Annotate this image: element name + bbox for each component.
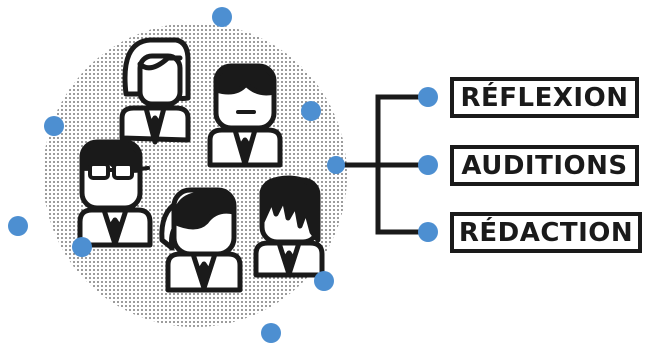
scattered-dots (8, 7, 334, 343)
person-icon-bottom-right (253, 175, 325, 278)
connector-dot-hub (327, 156, 345, 174)
person-icon-glasses-man (77, 139, 153, 248)
blue-dot-2 (301, 101, 321, 121)
blue-dot-5 (72, 237, 92, 257)
blue-dot-1 (212, 7, 232, 27)
person-icon-top-right (207, 63, 283, 168)
connector-bracket (333, 94, 431, 235)
connector-dot-3 (418, 222, 438, 242)
blue-dot-3 (44, 116, 64, 136)
person-icon-bottom-center (159, 187, 243, 293)
blue-dot-6 (314, 271, 334, 291)
blue-dot-4 (8, 216, 28, 236)
person-icon-top-left (119, 37, 191, 145)
group-of-six-people-icon (77, 37, 325, 293)
connector-dot-2 (418, 155, 438, 175)
blue-dot-7 (261, 323, 281, 343)
label-redaction: RÉDACTION (450, 212, 642, 253)
label-reflexion: RÉFLEXION (450, 77, 639, 118)
label-auditions: AUDITIONS (450, 145, 639, 186)
connector-dot-1 (418, 87, 438, 107)
